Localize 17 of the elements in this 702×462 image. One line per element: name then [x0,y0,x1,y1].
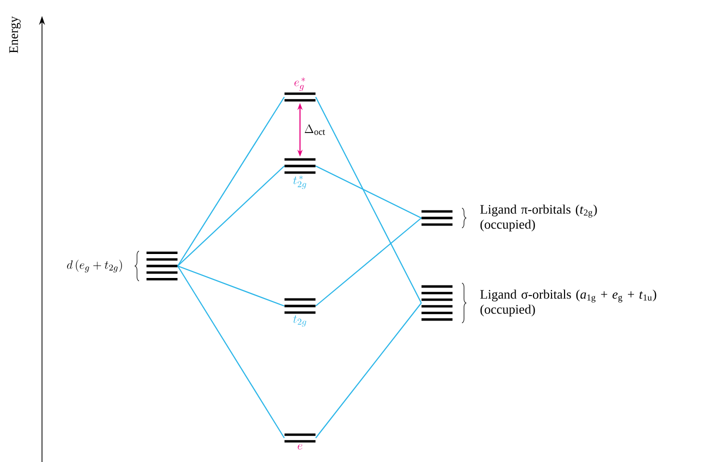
connector-line [315,218,422,306]
energy-level: $e$ [284,434,316,450]
connector-line [315,96,422,304]
energy-level: $e_g^{\,*}$ [284,78,316,102]
connector-line [177,96,285,266]
edge-label: $\Delta_{\mathrm{oct}}$ [304,124,326,135]
connector-line [315,166,422,218]
energy-level: Ligand π-orbitals (t$_{2g}$) (occupied) [422,204,597,232]
connector-line [315,302,422,438]
connector-line [177,166,285,266]
connector-line [178,265,284,306]
energy-level: Ligand σ-orbitals (a$_{1g}$ + e$_{g}$ + t$_{1u}$) (occupied) [422,285,656,321]
energy-level: $t_{2g}^{\,*}$ [284,158,316,189]
energy-level: $d\,(e_g + t_{2g})$ [67,252,178,280]
energy-level: $t_{2g}$ [284,298,316,327]
connector-line [177,266,285,438]
axis-label: Energy [9,16,21,54]
